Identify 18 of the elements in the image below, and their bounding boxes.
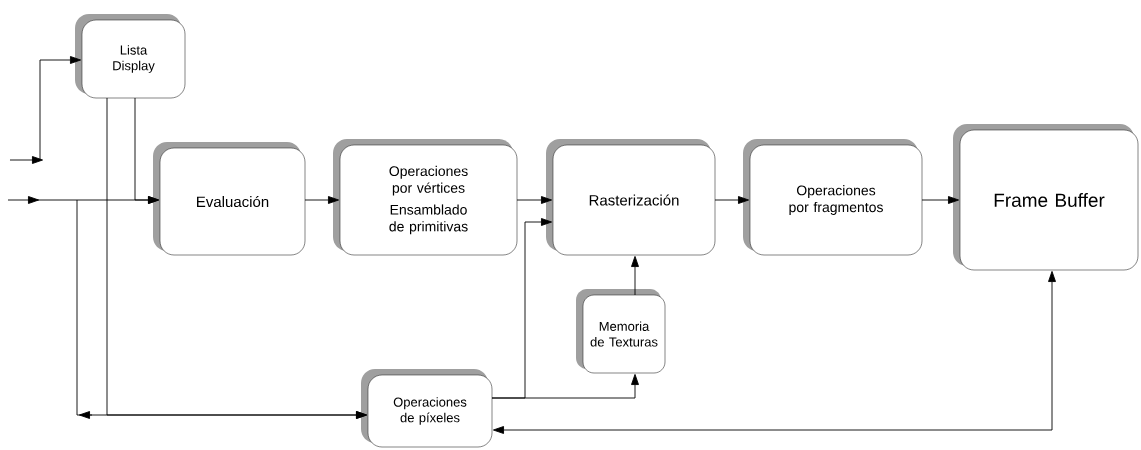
arrow [493, 271, 1056, 434]
arrow [714, 196, 750, 204]
arrow [516, 196, 553, 204]
arrow [76, 199, 368, 419]
process-box: Operaciones por vértices Ensamblado de primitivas [333, 139, 518, 256]
process-box: Evaluación [153, 142, 306, 256]
process-box: Operaciones de píxeles [361, 369, 493, 448]
process-box: Operaciones por fragmentos [743, 139, 923, 256]
arrow [304, 196, 340, 204]
arrow [134, 97, 160, 204]
process-box: Lista Display [75, 14, 186, 99]
process-box: Rasterización [546, 139, 716, 256]
arrow [631, 256, 639, 296]
process-box: Memoria de Texturas [576, 289, 666, 374]
arrow [9, 56, 82, 164]
process-box: Frame Buffer [953, 124, 1139, 271]
arrow [491, 374, 639, 399]
arrow [921, 196, 960, 204]
